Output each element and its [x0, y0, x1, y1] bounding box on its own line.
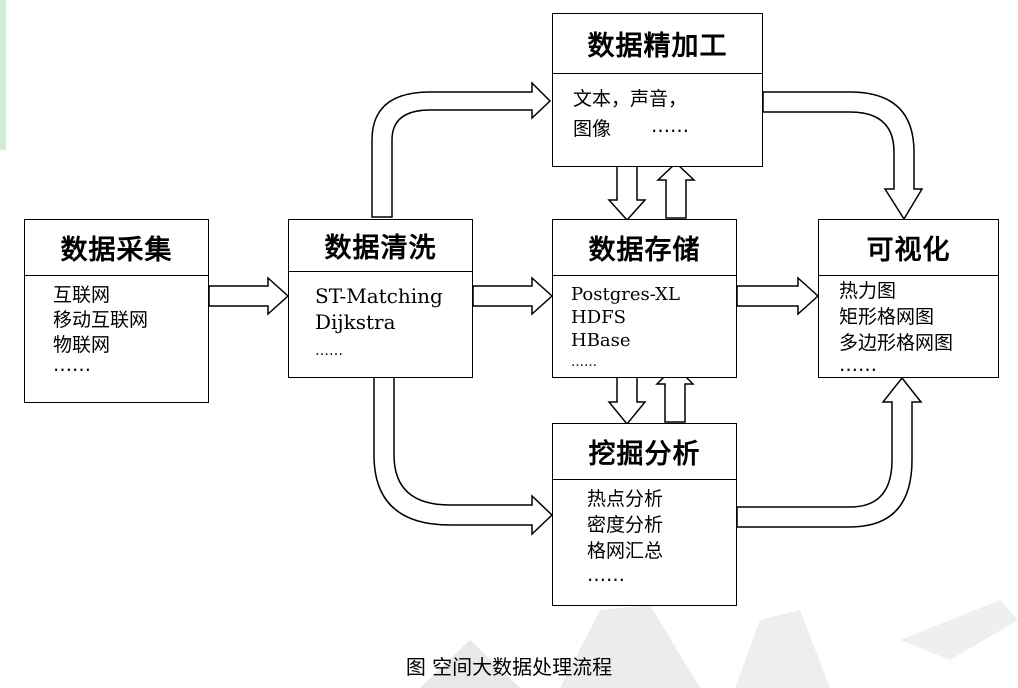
storage-item: HBase [571, 330, 631, 351]
visual-item: 多边形格网图 [839, 332, 954, 354]
refine-item: …… [651, 115, 689, 137]
arrow-refine-to-visual [762, 91, 924, 221]
mining-item: 热点分析 [587, 488, 664, 510]
arrow-clean-to-refine [371, 81, 552, 218]
arrow-storage-to-refine [656, 161, 696, 219]
visual-item: …… [839, 354, 877, 376]
arrow-storage-to-mining [607, 375, 647, 426]
storage-box: 数据存储 Postgres-XL HDFS HBase …… [552, 219, 737, 378]
visual-item: 矩形格网图 [839, 306, 935, 328]
mining-title: 挖掘分析 [553, 424, 736, 480]
arrow-mining-to-visual [736, 376, 923, 528]
visual-title: 可视化 [819, 220, 998, 276]
storage-item: …… [571, 355, 597, 370]
collect-item: 互联网 [53, 284, 111, 306]
clean-item: …… [315, 343, 343, 359]
arrow-clean-to-mining-body [373, 376, 554, 536]
figure-caption: 图 空间大数据处理流程 [405, 655, 613, 679]
storage-item: Postgres-XL [571, 284, 680, 305]
collect-title: 数据采集 [25, 220, 208, 276]
arrow-clean-to-storage [472, 276, 554, 316]
refine-item: 文本，声音， [573, 88, 688, 110]
clean-item: Dijkstra [315, 310, 396, 334]
mining-item: …… [587, 564, 625, 586]
collect-item: 移动互联网 [53, 309, 149, 331]
storage-title: 数据存储 [553, 220, 736, 276]
arrow-storage-to-visual [736, 276, 820, 316]
collect-item: …… [53, 354, 91, 376]
mining-item: 格网汇总 [587, 540, 664, 562]
collect-item: 物联网 [53, 334, 111, 356]
mining-box: 挖掘分析 热点分析 密度分析 格网汇总 …… [552, 423, 737, 606]
left-edge-bar [0, 0, 6, 150]
arrow-collect-to-clean [208, 276, 290, 316]
storage-item: HDFS [571, 307, 626, 328]
mining-item: 密度分析 [587, 514, 664, 536]
arrow-refine-to-storage [607, 165, 647, 222]
clean-item: ST-Matching [315, 284, 443, 308]
visual-box: 可视化 热力图 矩形格网图 多边形格网图 …… [818, 219, 999, 378]
clean-box: 数据清洗 ST-Matching Dijkstra …… [288, 219, 473, 378]
clean-title: 数据清洗 [289, 220, 472, 272]
refine-title: 数据精加工 [553, 14, 762, 74]
refine-box: 数据精加工 文本，声音， 图像 …… [552, 13, 763, 167]
refine-item: 图像 [573, 118, 612, 140]
collect-box: 数据采集 互联网 移动互联网 物联网 …… [24, 219, 209, 403]
visual-item: 热力图 [839, 280, 897, 302]
